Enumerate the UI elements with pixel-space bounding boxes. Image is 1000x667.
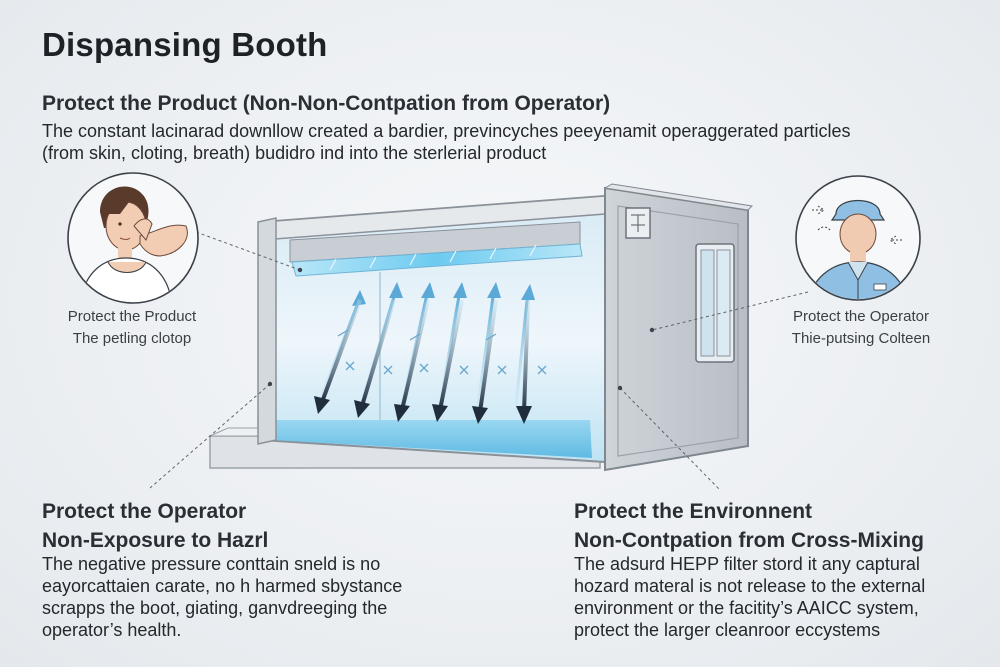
leader-dot — [297, 267, 303, 273]
right-figure-caption: Protect the Operator Thie-putsing Coltee… — [768, 306, 954, 350]
right-caption-line: Protect the Operator — [793, 308, 929, 325]
airflow-arrow-down — [354, 299, 396, 418]
environment-heading-line: Non-Contpation from Cross-Mixing — [574, 529, 924, 552]
product-text-line: The constant lacinarad downllow created … — [42, 121, 851, 141]
operator-heading-line: Non-Exposure to Hazrl — [42, 529, 269, 552]
operator-text-line: eayorcattaien carate, no h harmed sbysta… — [42, 576, 403, 596]
particle-x-icon — [459, 365, 469, 375]
product-text-line: (from skin, cloting, breath) budidro ind… — [42, 143, 547, 163]
side-panel-outline — [617, 205, 739, 457]
operator-in-cleanroom-suit-icon — [795, 175, 921, 301]
side-window — [695, 243, 735, 363]
airflow-arrow-down — [516, 299, 532, 424]
leader-lines — [149, 231, 809, 491]
leader-line-product — [195, 231, 301, 271]
booth-left-frame — [257, 217, 277, 445]
particle-dash — [337, 329, 349, 337]
leader-line-operator — [651, 291, 809, 331]
environment-text-line: The adsurd HEPP filter stord it any capt… — [574, 554, 920, 574]
airflow-arrow-down — [432, 299, 464, 422]
booth-roof-edge — [603, 183, 754, 211]
operator-text-line: scrapps the boot, giating, ganvdreeging … — [42, 598, 388, 618]
control-panel-icon — [625, 207, 651, 239]
particle-x-icon — [419, 363, 429, 373]
particle-markers — [337, 329, 547, 375]
airflow-arrow-down — [394, 299, 430, 422]
left-figure-caption: Protect the Product The petling clotop — [42, 306, 222, 350]
operator-text-line: The negative pressure conttain sneld is … — [42, 554, 381, 574]
hepa-louvre-lines — [329, 244, 537, 271]
page-title: Dispansing Booth — [42, 26, 328, 63]
hepa-light-panel — [291, 243, 583, 277]
environment-section-heading: Protect the Environnent Non-Contpation f… — [574, 497, 924, 555]
operator-heading-line: Protect the Operator — [42, 500, 247, 523]
leader-line-operator-section — [149, 383, 271, 489]
woman-touching-face-icon — [67, 172, 199, 304]
particle-x-icon — [497, 365, 507, 375]
airflow-arrow-down — [472, 299, 498, 424]
leader-dot — [617, 385, 623, 391]
left-caption-line: Protect the Product — [67, 308, 197, 325]
particle-x-icon — [537, 365, 547, 375]
operator-section-heading: Protect the Operator Non-Exposure to Haz… — [42, 497, 268, 555]
environment-text-line: protect the larger cleanroor eccystems — [574, 620, 881, 640]
airflow-arrow-up — [476, 282, 501, 406]
product-section-heading: Protect the Product (Non-Non-Contpation … — [42, 92, 611, 115]
environment-section-text: The adsurd HEPP filter stord it any capt… — [574, 553, 925, 641]
airflow-arrow-down — [314, 299, 362, 414]
particle-dash — [485, 333, 497, 341]
downward-airflow-arrows — [314, 299, 532, 424]
work-surface-glow — [270, 420, 592, 458]
product-section-text: The constant lacinarad downllow created … — [42, 120, 850, 164]
environment-text-line: hozard materal is not release to the ext… — [574, 576, 926, 596]
particle-x-icon — [345, 361, 355, 371]
particle-dash — [409, 333, 421, 341]
left-caption-line: The petling clotop — [72, 330, 192, 347]
leader-dot — [649, 327, 655, 333]
environment-text-line: environment or the facitity’s AAICC syst… — [574, 598, 919, 618]
operator-section-text: The negative pressure conttain sneld is … — [42, 553, 402, 641]
operator-text-line: operator’s health. — [42, 620, 182, 640]
leader-dot — [267, 381, 273, 387]
particle-x-icon — [383, 365, 393, 375]
environment-heading-line: Protect the Environnent — [574, 500, 813, 523]
right-caption-line: Thie-putsing Colteen — [791, 330, 931, 347]
